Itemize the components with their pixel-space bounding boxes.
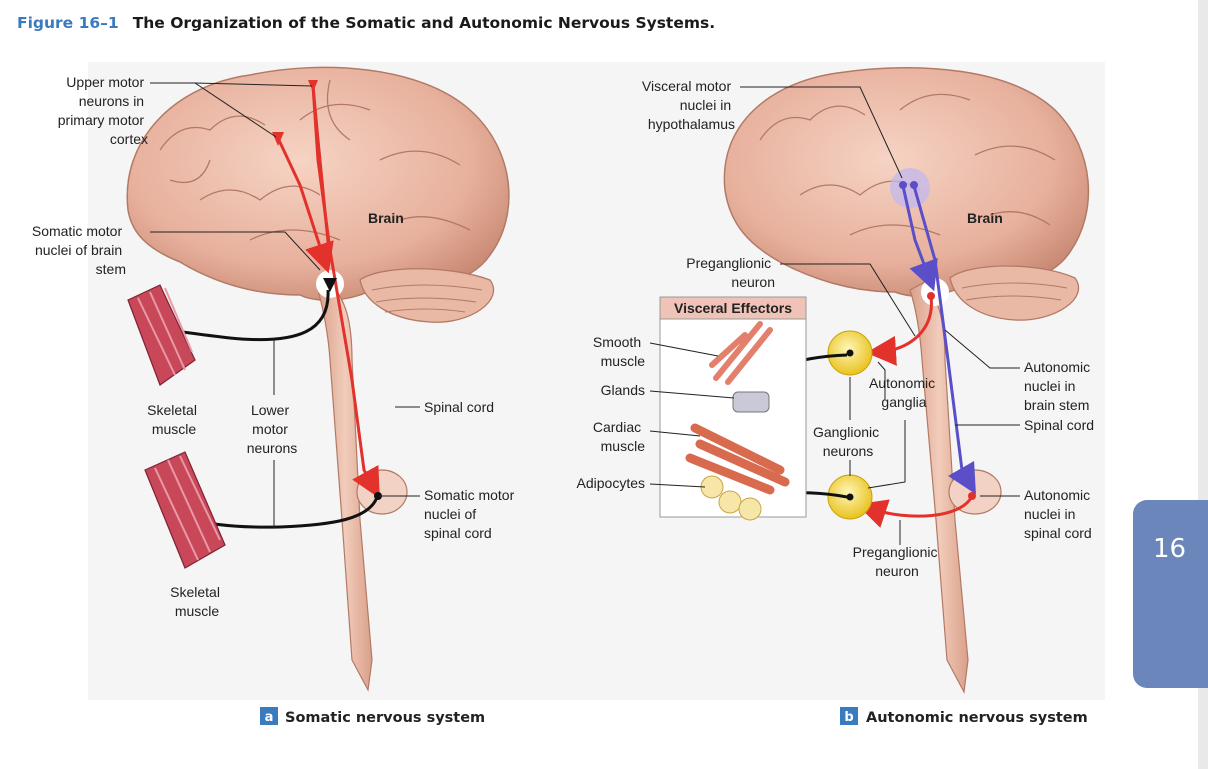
visceral-soma-1 (899, 181, 907, 189)
label-spinal-cord-a: Spinal cord (424, 399, 494, 415)
preganglionic-path-top (866, 295, 933, 366)
label-brain-a: Brain (368, 210, 404, 226)
label-ganglionic-neurons: Ganglionic neurons (813, 424, 883, 459)
somatic-brainstem-soma (323, 278, 337, 292)
chapter-tab[interactable]: 16 (1133, 500, 1208, 688)
label-preganglionic-bottom: Preganglionic neuron (853, 544, 942, 579)
visceral-soma-2 (910, 181, 918, 189)
label-somatic-brainstem: Somatic motor nuclei of brain stem (32, 223, 126, 277)
label-brain-b: Brain (967, 210, 1003, 226)
skeletal-muscle-2 (144, 451, 226, 569)
label-cardiac-muscle: Cardiac muscle (593, 419, 645, 454)
label-visceral-effectors: Visceral Effectors (674, 300, 792, 316)
label-autonomic-brainstem: Autonomic nuclei in brain stem (1024, 359, 1094, 413)
upper-motor-path-2 (311, 85, 380, 499)
panel-a-spinal-cord (317, 284, 373, 692)
figure-number: Figure 16–1 (17, 14, 119, 32)
panel-b-cord-section (948, 469, 1002, 515)
visceral-path-2 (912, 185, 976, 495)
hypothalamus-nucleus (890, 168, 930, 208)
ganglionic-soma-bottom (846, 493, 854, 501)
caption-b-badge: b (844, 710, 853, 725)
label-skeletal-muscle-1: Skeletal muscle (147, 402, 201, 437)
skeletal-muscle-1 (127, 284, 196, 386)
panel-b-brainstem-nucleus (921, 278, 949, 306)
label-autonomic-spinal: Autonomic nuclei in spinal cord (1024, 487, 1094, 541)
label-visceral-motor: Visceral motor nuclei in hypothalamus (642, 78, 735, 132)
caption-a: a Somatic nervous system (260, 707, 485, 726)
caption-a-badge: a (265, 710, 274, 725)
label-skeletal-muscle-2: Skeletal muscle (170, 584, 224, 619)
caption-a-text: Somatic nervous system (285, 710, 485, 726)
somatic-spinal-soma (374, 492, 382, 500)
upper-motor-path-3 (276, 137, 334, 274)
label-spinal-cord-b: Spinal cord (1024, 417, 1094, 433)
panel-b-leaders (649, 86, 1020, 545)
panel-a-cord-section (356, 469, 408, 515)
panel-a-leaders (150, 82, 420, 528)
caption-b-text: Autonomic nervous system (866, 710, 1088, 726)
visceral-effectors-box (659, 296, 807, 521)
page-edge (1198, 0, 1208, 769)
label-smooth-muscle: Smooth muscle (593, 334, 645, 369)
visceral-path-1 (901, 185, 938, 292)
ganglionic-soma-top (846, 349, 854, 357)
label-upper-motor: Upper motor neurons in primary motor cor… (58, 74, 148, 147)
label-adipocytes: Adipocytes (577, 475, 645, 491)
panel-a-brain (126, 66, 510, 323)
caption-b: b Autonomic nervous system (840, 707, 1088, 726)
figure-title: Figure 16–1 The Organization of the Somat… (17, 14, 715, 32)
label-somatic-spinal: Somatic motor nuclei of spinal cord (424, 487, 518, 541)
figure-title-text: The Organization of the Somatic and Auto… (132, 14, 716, 32)
chapter-tab-number: 16 (1153, 534, 1187, 564)
upper-motor-soma-2 (272, 132, 284, 146)
label-glands: Glands (601, 382, 645, 398)
label-lower-motor: Lower motor neurons (247, 402, 298, 456)
label-autonomic-ganglia: Autonomic ganglia (869, 375, 939, 410)
upper-motor-soma-1 (308, 80, 318, 92)
preganglionic-path-bottom (856, 495, 974, 528)
label-preganglionic-top: Preganglionic neuron (686, 255, 775, 290)
